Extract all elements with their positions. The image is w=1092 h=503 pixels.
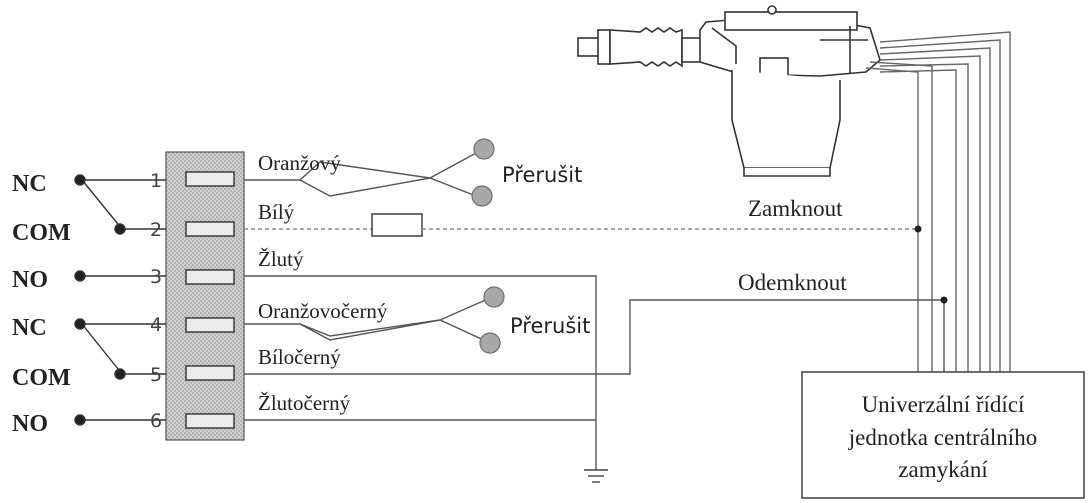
pin-3-number: 3 — [150, 266, 162, 288]
lock-signal-label: Zamknout — [748, 196, 843, 221]
wire-2-label: Bílý — [258, 200, 295, 224]
cut-label-lower: Přerušit — [510, 314, 590, 338]
output-wires — [244, 151, 946, 470]
actuator-harness — [865, 31, 1011, 372]
wire-3-label: Žlutý — [258, 247, 304, 271]
terminal-5-label: COM — [12, 365, 71, 391]
terminal-3-label: NO — [12, 267, 48, 293]
wire-6-label: Žlutočerný — [258, 391, 351, 415]
lock-junction-dot — [914, 225, 922, 233]
terminal-2-label: COM — [12, 220, 71, 246]
pin-4-number: 4 — [150, 314, 162, 336]
control-unit-line-2: jednotka centrálního — [848, 425, 1037, 450]
terminal-4-label: NC — [12, 315, 47, 341]
ground-icon — [584, 469, 608, 483]
control-unit-box — [801, 371, 1085, 499]
relay-slots — [185, 171, 235, 429]
relay-module — [165, 151, 245, 441]
cut-lower-ball-bottom — [479, 332, 501, 354]
wire-4-cut-upper — [244, 297, 491, 337]
cut-upper-ball-bottom — [471, 185, 493, 207]
pin-2-number: 2 — [150, 219, 162, 241]
cut-lower-ball-top — [483, 286, 505, 308]
wire-1-label: Oranžový — [258, 151, 341, 175]
cut-upper-ball-top — [473, 138, 495, 160]
pin-6-number: 6 — [150, 410, 162, 432]
control-unit-line-1: Univerzální řídící — [862, 392, 1025, 417]
cut-label-upper: Přerušit — [502, 163, 582, 187]
terminal-1-label: NC — [12, 171, 47, 197]
wire-1-cut-lower — [299, 177, 477, 197]
left-terminals — [74, 174, 166, 426]
control-unit-line-3: zamykání — [898, 457, 988, 482]
pin-1-number: 1 — [150, 170, 162, 192]
wire-4-label: Oranžovočerný — [258, 299, 388, 323]
wire-4-cut-lower — [299, 319, 489, 343]
wire-1-cut-upper — [244, 151, 479, 181]
door-lock-actuator — [577, 5, 881, 177]
unlock-junction-dot — [940, 296, 948, 304]
wire-5-label: Bíločerný — [258, 345, 341, 369]
pin-5-number: 5 — [150, 364, 162, 386]
unlock-signal-label: Odemknout — [738, 270, 847, 295]
terminal-6-label: NO — [12, 411, 48, 437]
